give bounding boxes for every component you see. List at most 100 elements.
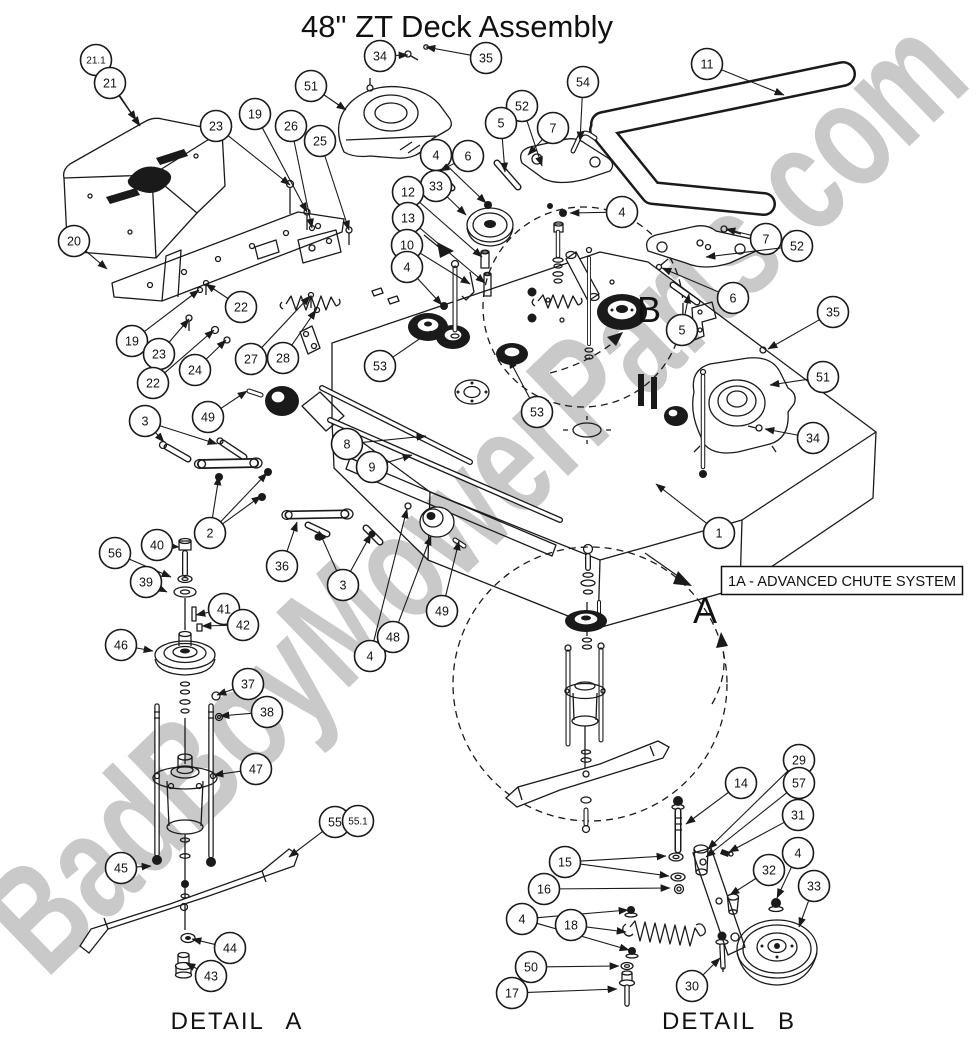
callout-15[interactable]: 15 [548,845,670,879]
callout-14[interactable]: 14 [685,766,758,825]
callout-19[interactable]: 19 [238,97,308,213]
callout-35[interactable]: 35 [425,41,503,75]
callout-30[interactable]: 30 [675,957,721,1003]
svg-text:40: 40 [150,539,164,553]
callout-51[interactable]: 51 [294,69,347,111]
callout-55.1[interactable]: 55.1 [341,804,375,838]
callout-4[interactable]: 4 [776,836,815,899]
callout-57[interactable]: 57 [705,766,816,858]
callout-44[interactable]: 44 [191,931,247,965]
callout-2[interactable]: 2 [193,472,268,550]
callout-18[interactable]: 18 [554,908,627,942]
callout-38[interactable]: 38 [219,695,284,729]
callout-56[interactable]: 56 [98,536,172,578]
callout-47[interactable]: 47 [213,752,273,786]
callout-27[interactable]: 27 [234,295,311,376]
callout-49[interactable]: 49 [191,390,248,434]
svg-text:49: 49 [201,411,215,425]
svg-text:26: 26 [284,120,298,134]
callout-5[interactable]: 5 [484,106,518,173]
callout-13[interactable]: 13 [391,201,486,284]
callout-34[interactable]: 34 [363,39,409,73]
callout-9[interactable]: 9 [355,450,413,484]
svg-text:56: 56 [108,547,122,561]
svg-text:2: 2 [207,527,214,541]
callout-49[interactable]: 49 [425,540,461,628]
callout-3[interactable]: 3 [318,530,372,602]
callout-33[interactable]: 33 [419,169,467,216]
callout-11[interactable]: 11 [690,47,785,96]
callout-52[interactable]: 52 [705,229,814,263]
svg-text:5: 5 [679,324,686,338]
callout-32[interactable]: 32 [729,853,786,896]
svg-text:9: 9 [369,461,376,475]
callout-7[interactable]: 7 [725,222,783,256]
svg-text:15: 15 [558,856,572,870]
callout-43[interactable]: 43 [185,959,228,993]
callout-37[interactable]: 37 [216,667,265,701]
svg-text:32: 32 [762,864,776,878]
callout-5[interactable]: 5 [665,293,699,347]
callout-3[interactable]: 3 [128,404,218,445]
svg-text:46: 46 [114,639,128,653]
callout-40[interactable]: 40 [140,528,180,562]
svg-text:23: 23 [152,348,166,362]
callout-6[interactable]: 6 [661,267,750,315]
svg-text:47: 47 [249,763,263,777]
callout-17[interactable]: 17 [495,976,618,1010]
svg-text:45: 45 [114,862,128,876]
callout-1[interactable]: 1 [655,483,736,550]
svg-text:20: 20 [67,235,81,249]
svg-text:42: 42 [236,619,250,633]
svg-text:4: 4 [404,261,411,275]
spindle-pulleys-art [279,201,528,405]
callout-7[interactable]: 7 [527,111,570,156]
callout-39[interactable]: 39 [129,565,168,599]
callout-36[interactable]: 36 [265,521,299,583]
callout-55[interactable]: 55 [288,805,352,858]
callout-22[interactable]: 22 [205,283,258,324]
callout-26[interactable]: 26 [274,109,314,229]
callout-8[interactable]: 8 [330,427,427,461]
callout-4[interactable]: 4 [353,508,409,673]
callout-34[interactable]: 34 [764,421,830,455]
callout-23[interactable]: 23 [142,318,190,371]
callout-53[interactable]: 53 [508,358,554,429]
callout-33[interactable]: 33 [797,869,831,928]
callout-23[interactable]: 23 [199,109,291,186]
callout-12[interactable]: 12 [391,175,483,258]
callout-4[interactable]: 4 [390,250,443,306]
callout-48[interactable]: 48 [376,535,432,654]
callout-16[interactable]: 16 [527,872,671,906]
callout-20[interactable]: 20 [57,224,108,270]
callout-24[interactable]: 24 [178,339,227,387]
svg-text:53: 53 [530,406,544,420]
callout-29[interactable]: 29 [707,743,816,850]
callout-35[interactable]: 35 [767,295,850,350]
callout-28[interactable]: 28 [266,309,317,375]
callout-42[interactable]: 42 [201,608,260,642]
callout-25[interactable]: 25 [303,124,350,231]
svg-text:44: 44 [223,942,237,956]
svg-text:33: 33 [429,180,443,194]
callout-54[interactable]: 54 [566,65,600,142]
callout-51[interactable]: 51 [769,360,840,394]
svg-text:35: 35 [479,52,493,66]
callout-6[interactable]: 6 [439,139,485,173]
callout-46[interactable]: 46 [104,628,154,662]
callout-31[interactable]: 31 [728,798,815,853]
svg-text:52: 52 [790,240,804,254]
watermark-text: BadBoyMowerParts.com [0,0,980,1004]
callout-22[interactable]: 22 [136,329,215,400]
callout-53[interactable]: 53 [363,330,432,383]
callout-19[interactable]: 19 [115,289,200,358]
svg-text:52: 52 [515,100,529,114]
svg-text:17: 17 [505,987,519,1001]
svg-text:21: 21 [103,77,117,91]
callout-21[interactable]: 21 [93,66,141,127]
callout-50[interactable]: 50 [514,950,620,984]
callout-4[interactable]: 4 [569,195,639,229]
svg-text:29: 29 [792,754,806,768]
svg-text:18: 18 [564,919,578,933]
callout-45[interactable]: 45 [104,851,152,885]
